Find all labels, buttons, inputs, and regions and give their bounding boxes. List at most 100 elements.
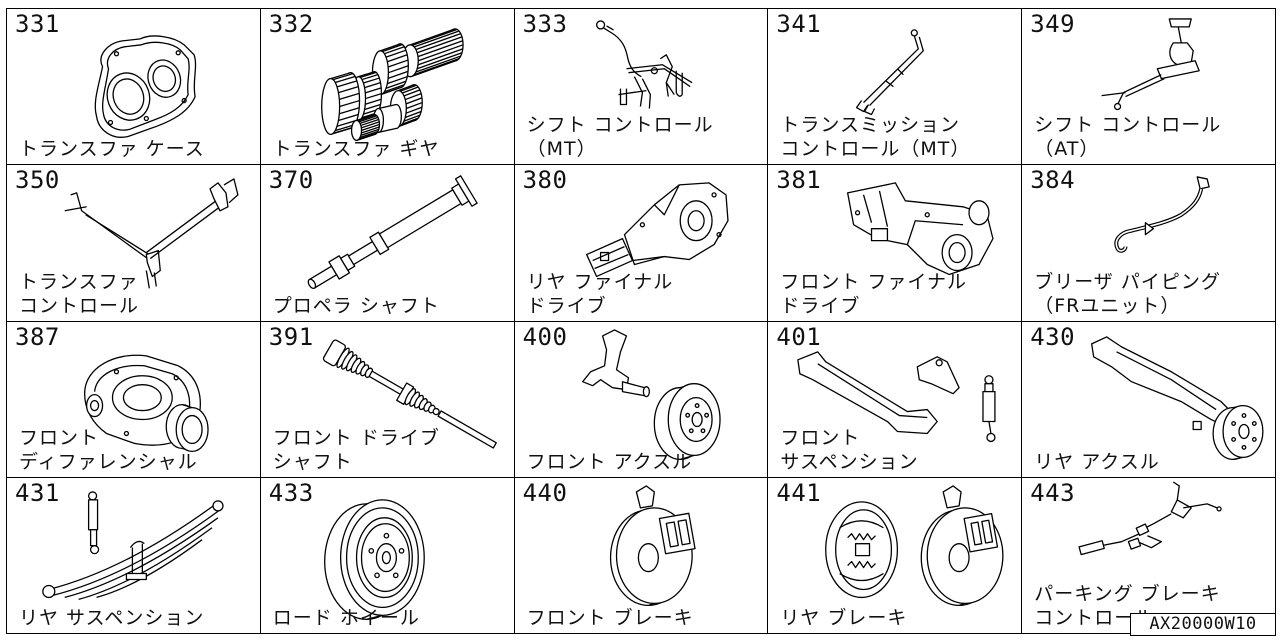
part-label-line: シフト コントロール <box>1034 114 1222 137</box>
part-number: 433 <box>268 478 314 507</box>
part-number: 331 <box>15 10 60 38</box>
part-label: トランスファ ケース <box>19 137 205 161</box>
part-cell-391[interactable]: 391 フロント ドライブシャフト <box>260 321 515 478</box>
part-label-line: （FRユニット） <box>1034 294 1181 317</box>
part-label-line: フロント アクスル <box>526 450 693 473</box>
part-label-line: コントロール <box>19 294 140 317</box>
part-label: リヤ サスペンション <box>19 606 204 630</box>
part-label-line: トランスミッション <box>780 114 961 137</box>
part-label-line: サスペンション <box>780 450 919 473</box>
part-cell-370[interactable]: 370 プロペラ シャフト <box>260 165 515 322</box>
part-label-line: リヤ アクスル <box>1034 450 1160 473</box>
part-label-line: リヤ ブレーキ <box>780 607 908 629</box>
part-label: フロント ドライブシャフト <box>273 426 440 474</box>
part-cell-332[interactable]: 332 トランスファ ギヤ <box>260 9 515 166</box>
part-label: フロント アクスル <box>527 450 693 474</box>
part-number: 430 <box>1030 322 1076 351</box>
part-label: リヤ ファイナルドライブ <box>527 270 674 318</box>
part-label: フロント ブレーキ <box>527 606 694 630</box>
part-label-line: トランスファ ギヤ <box>272 138 440 161</box>
part-cell-331[interactable]: 331 トランスファ ケース <box>7 9 261 166</box>
part-cell-349[interactable]: 349 シフト コントロール（AT） <box>1022 9 1276 166</box>
part-cell-443[interactable]: 443 パーキング ブレーキコントロール <box>1022 477 1276 634</box>
part-label-line: トランスファ <box>19 270 139 293</box>
part-cell-430[interactable]: 430 リヤ アクスル <box>1022 321 1276 478</box>
part-label-line: ドライブ <box>780 294 861 317</box>
part-label-line: プロペラ シャフト <box>272 294 440 317</box>
part-cell-431[interactable]: 431 リヤ サスペンション <box>7 477 261 634</box>
breather-piping-drawing <box>1114 176 1210 253</box>
part-label-line: コントロール（MT） <box>780 138 971 161</box>
part-number: 401 <box>776 322 822 351</box>
part-cell-381[interactable]: 381 フロント ファイナルドライブ <box>768 165 1023 322</box>
rear-brake-drawing <box>825 485 1004 606</box>
part-number: 387 <box>15 322 60 351</box>
part-label-line: パーキング ブレーキ <box>1034 583 1221 605</box>
part-label: シフト コントロール（MT） <box>527 113 714 161</box>
part-cell-433[interactable]: 433 ロード ホイール <box>260 477 515 634</box>
part-label: フロントディファレンシャル <box>19 426 198 474</box>
part-label-line: （MT） <box>526 138 597 161</box>
part-label: リヤ ブレーキ <box>780 606 907 630</box>
part-number: 349 <box>1030 10 1076 38</box>
part-cell-400[interactable]: 400 フロント アクスル <box>514 321 769 478</box>
shift-control-at-drawing <box>1101 18 1201 111</box>
part-number: 370 <box>268 166 314 195</box>
part-label-line: フロント ドライブ <box>272 426 440 449</box>
front-drive-shaft-drawing <box>322 338 497 449</box>
part-label-line: シャフト <box>272 450 353 473</box>
part-label-line: （AT） <box>1034 138 1100 161</box>
part-label-line: ロード ホイール <box>272 607 420 629</box>
part-cell-441[interactable]: 441 リヤ ブレーキ <box>768 477 1023 634</box>
part-number: 440 <box>522 478 568 507</box>
part-cell-401[interactable]: 401 フロントサスペンション <box>768 321 1023 478</box>
front-axle-drawing <box>581 328 721 460</box>
part-cell-387[interactable]: 387 フロントディファレンシャル <box>7 321 261 478</box>
rear-final-drive-drawing <box>585 182 729 278</box>
front-brake-drawing <box>609 485 696 606</box>
part-label-line: リヤ サスペンション <box>19 607 205 629</box>
part-label: シフト コントロール（AT） <box>1034 113 1221 161</box>
part-number: 332 <box>268 10 314 38</box>
front-suspension-drawing <box>797 350 996 442</box>
propeller-shaft-drawing <box>307 175 478 290</box>
part-label-line: シフト コントロール <box>526 114 714 137</box>
part-label-line: ディファレンシャル <box>19 450 198 473</box>
transmission-control-drawing <box>856 29 925 116</box>
part-label-line: コントロール <box>1034 607 1155 629</box>
part-label: フロント ファイナルドライブ <box>780 270 967 318</box>
rear-axle-drawing <box>1091 335 1264 460</box>
part-label-line: フロント ファイナル <box>780 270 968 293</box>
part-number: 381 <box>776 166 822 195</box>
part-cell-440[interactable]: 440 フロント ブレーキ <box>514 477 769 634</box>
part-label-line: トランスファ ケース <box>19 138 205 161</box>
part-cell-350[interactable]: 350 トランスファコントロール <box>7 165 261 322</box>
part-label: ロード ホイール <box>273 606 420 630</box>
part-label-line: ブリーザ パイピング <box>1034 270 1221 293</box>
road-wheel-drawing <box>323 498 425 620</box>
part-number: 391 <box>268 322 314 351</box>
part-label-line: リヤ ファイナル <box>526 270 674 293</box>
parking-brake-drawing <box>1078 481 1222 555</box>
part-label-line: ドライブ <box>526 294 607 317</box>
part-label: トランスミッションコントロール（MT） <box>780 113 970 161</box>
part-number: 441 <box>776 478 822 507</box>
part-number: 350 <box>15 166 60 195</box>
part-cell-341[interactable]: 341 トランスミッションコントロール（MT） <box>768 9 1023 166</box>
part-number: 431 <box>15 478 60 507</box>
part-label-line: フロント <box>780 426 861 449</box>
figure-code: AX20000W10 <box>1130 613 1276 636</box>
part-label: プロペラ シャフト <box>273 294 440 318</box>
part-label: リヤ アクスル <box>1034 450 1160 474</box>
front-final-drive-drawing <box>847 182 994 276</box>
rear-suspension-drawing <box>42 491 224 600</box>
part-number: 400 <box>522 322 568 351</box>
transfer-control-drawing <box>64 178 239 289</box>
part-label-line: フロント <box>19 426 100 449</box>
part-label: パーキング ブレーキコントロール <box>1034 582 1220 630</box>
part-number: 443 <box>1030 478 1076 507</box>
part-number: 341 <box>776 10 822 38</box>
